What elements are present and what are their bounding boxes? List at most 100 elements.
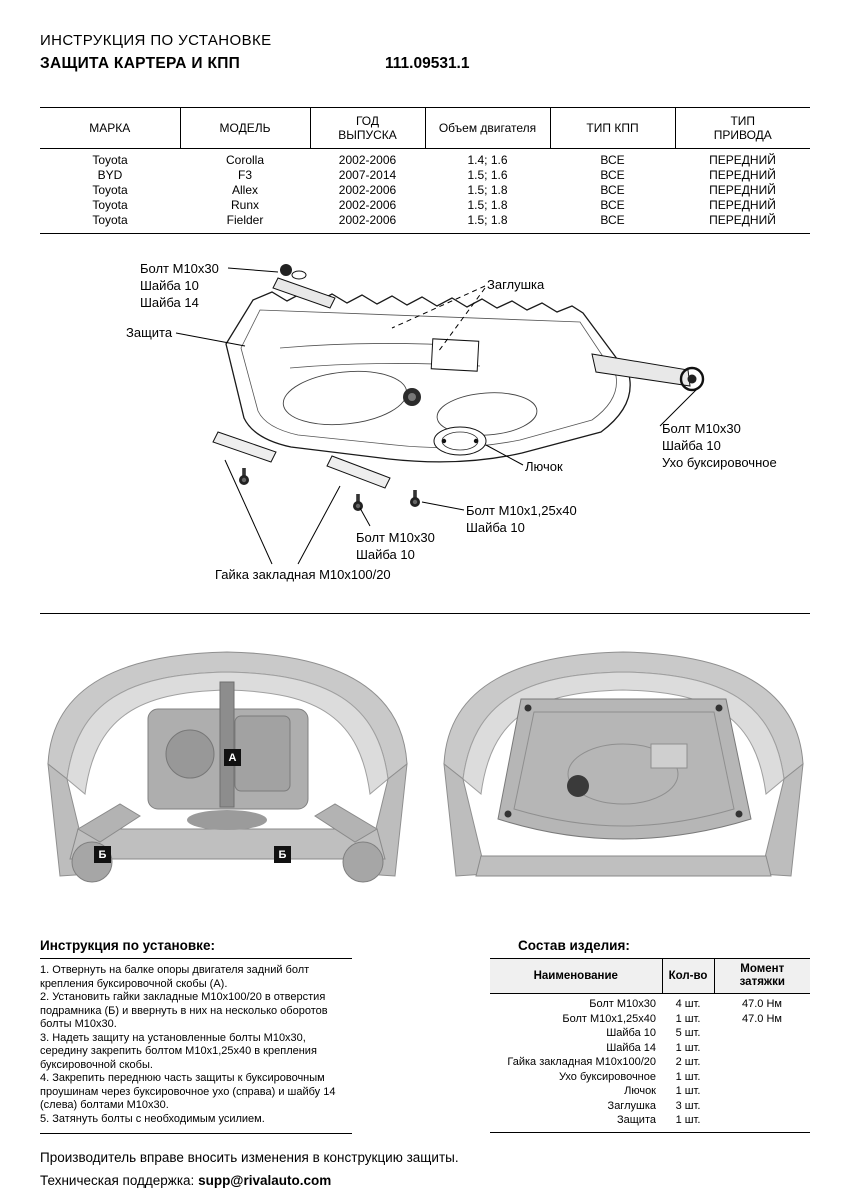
parts-cell: 1 шт. [675,1085,701,1097]
marker-a: А [224,749,241,766]
parts-row: Лючок 1 шт. [490,1084,810,1099]
parts-cell: 5 шт. [675,1027,701,1039]
parts-cell: 2 шт. [675,1056,701,1068]
doc-title: ЗАЩИТА КАРТЕРА И КПП [40,55,241,72]
fitment-cell: BYD [97,168,123,182]
parts-cell: 1 шт. [675,1041,701,1054]
fitment-cell: ПЕРЕДНИЙ [709,168,776,182]
fitment-cell: ПЕРЕДНИЙ [709,183,776,197]
col-gearbox: ТИП КПП [549,107,675,149]
photo-after-underbody [426,624,821,904]
parts-title: Состав изделия: [490,938,810,959]
plate-window-hole [430,338,480,372]
parts-row: Защита 1 шт. [490,1113,810,1132]
parts-cell: Защита [617,1114,656,1126]
col-torque: Момент затяжки [713,959,810,994]
parts-cell: 4 шт. [675,998,701,1010]
shield-plate-outline [225,291,631,463]
fitment-cell: ПЕРЕДНИЙ [709,198,776,212]
fitment-cell: Allex [231,183,258,197]
parts-cell [714,1041,810,1056]
assembly-diagram: Болт М10х30 Шайба 10 Шайба 14 Защита Заг… [40,248,810,610]
fitment-row: Toyota Runx 2002-2006 1.5; 1.8 ВСЕ ПЕРЕД… [40,198,810,213]
bracket-bottom-left [212,431,277,463]
parts-cell: Шайба 10 [606,1027,656,1039]
parts-header: Наименование Кол-во Момент затяжки [490,959,810,994]
rubber-grommet [403,388,421,406]
fitment-header: МАРКА МОДЕЛЬ ГОД ВЫПУСКА Объем двигателя… [40,107,810,149]
callout-lines [175,267,697,565]
bracket-bottom-mid [326,455,391,489]
parts-cell [714,1070,810,1085]
col-year: ГОД ВЫПУСКА [309,107,425,149]
parts-cell: Ухо буксировочное [558,1070,656,1083]
instructions-steps: 1. Отвернуть на балке опоры двигателя за… [40,959,352,1134]
instructions-title: Инструкция по установке: [40,938,352,959]
instruction-step: 3. Надеть защиту на установленные болты … [40,1031,317,1071]
parts-cell [714,1099,810,1114]
instruction-step: 4. Закрепить переднюю часть защиты к бук… [40,1072,336,1111]
fitment-cell: 2002-2006 [338,198,397,212]
fitment-cell: 2002-2006 [338,153,397,167]
towing-arm [591,353,705,392]
label-bolt-m10x30-right: Болт М10х30 Шайба 10 Ухо буксировочное [662,421,777,470]
marker-b-right: Б [274,846,291,863]
parts-row: Шайба 10 5 шт. [490,1026,810,1041]
fitment-cell: ПЕРЕДНИЙ [709,213,776,227]
parts-cell: 1 шт. [675,1070,701,1083]
fitment-cell: ВСЕ [600,168,625,182]
section-divider [40,613,810,614]
parts-row: Заглушка 3 шт. [490,1099,810,1114]
label-bolt-m10x30-top-left: Болт М10х30 Шайба 10 Шайба 14 [140,261,219,310]
part-number: 111.09531.1 [385,55,470,72]
fitment-cell: Corolla [225,153,264,167]
fitment-cell: F3 [237,168,252,182]
installation-instructions: Инструкция по установке: 1. Отвернуть на… [40,938,352,1134]
parts-cell: Болт М10х30 [589,998,656,1010]
parts-cell: 47.0 Нм [742,998,782,1010]
bolt-washer-stack-top-left [280,264,307,280]
parts-cell [714,1113,810,1132]
col-drive: ТИП ПРИВОДА [674,107,810,149]
parts-cell: Шайба 14 [606,1041,656,1054]
col-name: Наименование [490,959,662,994]
label-hatch: Лючок [525,459,563,474]
parts-cell: Лючок [624,1085,656,1097]
parts-cell [714,1055,810,1070]
fitment-cell: ВСЕ [600,183,625,197]
parts-cell: 1 шт. [675,1114,701,1126]
fitment-row: Toyota Corolla 2002-2006 1.4; 1.6 ВСЕ ПЕ… [40,149,810,169]
parts-table: Наименование Кол-во Момент затяжки Болт … [490,959,810,1133]
parts-list: Состав изделия: Наименование Кол-во Моме… [490,938,810,1133]
parts-row: Гайка закладная М10х100/20 2 шт. [490,1055,810,1070]
fitment-table: МАРКА МОДЕЛЬ ГОД ВЫПУСКА Объем двигателя… [40,107,810,234]
fitment-cell: ВСЕ [600,198,625,212]
parts-row: Болт М10х30 4 шт. 47.0 Нм [490,994,810,1012]
hatch-cap [433,426,487,456]
fitment-row: Toyota Allex 2002-2006 1.5; 1.8 ВСЕ ПЕРЕ… [40,183,810,198]
instruction-step: 1. Отвернуть на балке опоры двигателя за… [40,964,310,990]
fitment-cell: ВСЕ [600,213,625,227]
doc-subtitle: ИНСТРУКЦИЯ ПО УСТАНОВКЕ [40,32,272,49]
instruction-step: 5. Затянуть болты с необходимым усилием. [40,1112,265,1125]
parts-row: Болт М10х1,25х40 1 шт. 47.0 Нм [490,1012,810,1027]
col-model: МОДЕЛЬ [179,107,310,149]
fitment-cell: Toyota [92,213,128,227]
label-plug: Заглушка [487,277,545,292]
parts-cell: Гайка закладная М10х100/20 [507,1056,656,1068]
parts-row: Ухо буксировочное 1 шт. [490,1070,810,1085]
parts-cell: 1 шт. [675,1012,701,1025]
parts-cell [714,1026,810,1041]
parts-row: Шайба 14 1 шт. [490,1041,810,1056]
fitment-cell: ВСЕ [600,153,625,167]
instruction-step: 2. Установить гайки закладные М10х100/20… [40,991,328,1030]
col-qty: Кол-во [661,959,714,994]
label-bolt-m10x30-bottom: Болт М10х30 Шайба 10 [356,530,435,562]
fitment-cell: 1.5; 1.8 [467,213,508,227]
fitment-cell: Toyota [92,183,128,197]
parts-cell: 47.0 Нм [742,1012,782,1025]
support-label: Техническая поддержка: [40,1173,195,1188]
fitment-cell: Runx [230,198,259,212]
marker-b-left: Б [94,846,111,863]
